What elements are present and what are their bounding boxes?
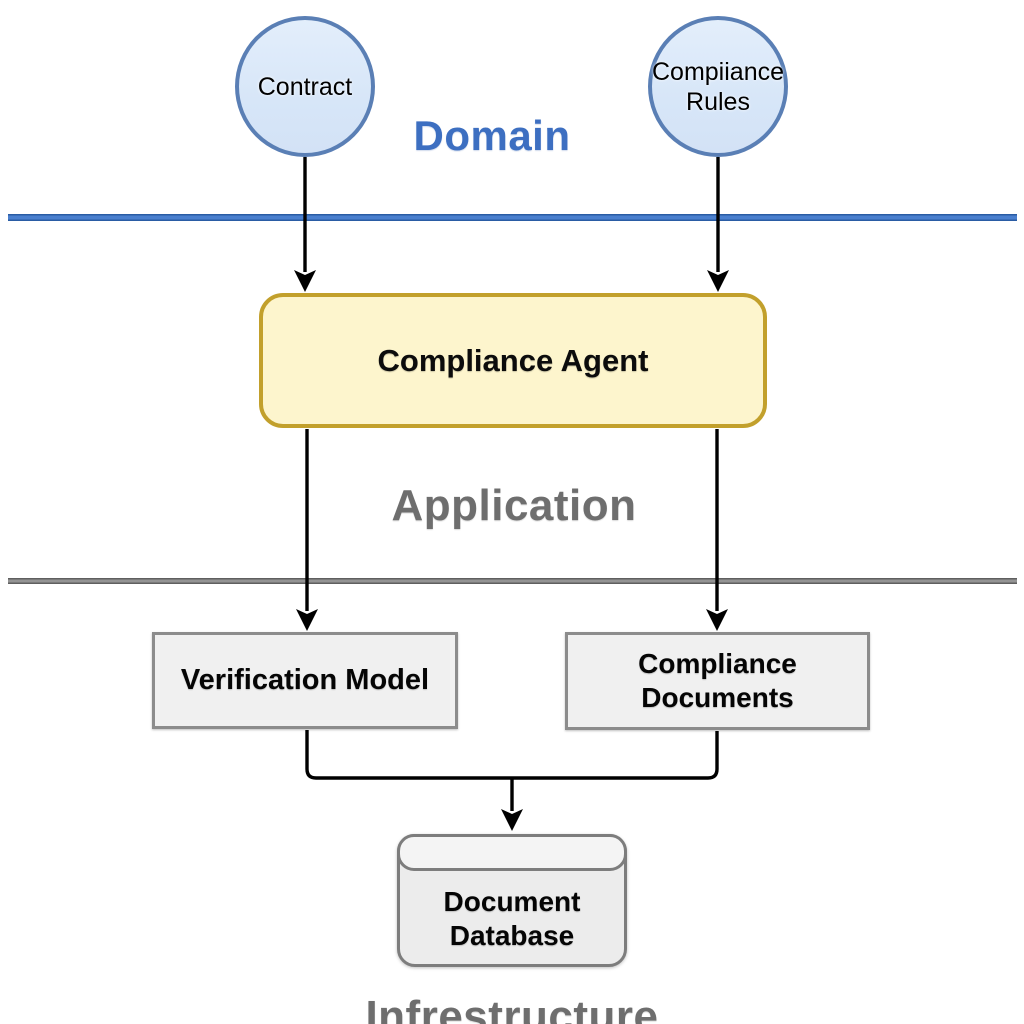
infrastructure-layer-label: Infrestructure (365, 992, 659, 1024)
node-compliance-agent: Compliance Agent (259, 293, 767, 428)
domain-layer-label: Domain (413, 112, 571, 159)
domain-application-divider (8, 214, 1017, 221)
node-compliance-agent-label: Compliance Agent (377, 342, 649, 378)
node-contract-label: Contract (257, 72, 353, 101)
node-verification-model: Verification Model (152, 632, 458, 729)
node-document-database-label: Document Database (443, 885, 581, 951)
node-contract: Contract (235, 16, 375, 157)
edge-contract-to-compliance-agent (294, 157, 316, 292)
edge-merge-to-document-database (305, 730, 719, 831)
node-compliance-documents-label: Compliance Documents (638, 647, 797, 713)
node-compliance-rules-label: Compiiance Rules (652, 57, 785, 116)
node-verification-model-label: Verification Model (180, 663, 430, 696)
edge-compliance-agent-to-verification-model (296, 429, 318, 631)
document-database-header (397, 834, 627, 871)
application-layer-label: Application (391, 481, 637, 530)
edge-compliance-rules-to-compliance-agent (707, 157, 729, 292)
node-compliance-documents: Compliance Documents (565, 632, 870, 730)
edge-compliance-agent-to-compliance-documents (706, 429, 728, 631)
node-document-database: Document Database (397, 834, 627, 967)
application-infrastructure-divider (8, 578, 1017, 584)
node-compliance-rules: Compiiance Rules (648, 16, 788, 157)
